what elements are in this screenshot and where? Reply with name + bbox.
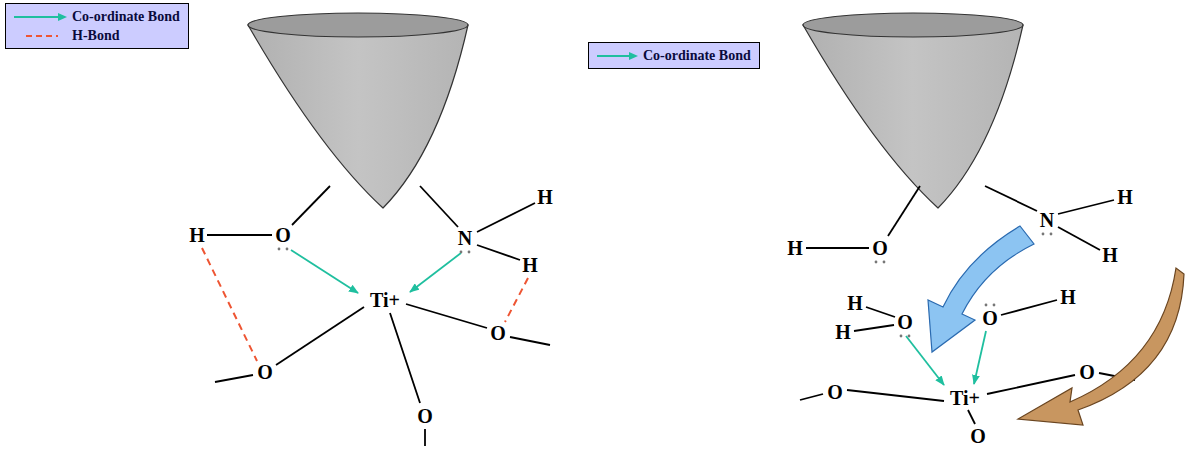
atom-label: O bbox=[827, 382, 843, 402]
atom-label: Ti+ bbox=[370, 290, 400, 310]
legend-entry: Co-ordinate Bond bbox=[595, 46, 751, 65]
atom-label: H bbox=[537, 187, 553, 207]
atom-label: O bbox=[897, 312, 913, 332]
hydrogen-bonds bbox=[202, 248, 528, 361]
bond-lines bbox=[800, 186, 1135, 424]
lone-pair-dots bbox=[278, 233, 1053, 338]
attack-arrow bbox=[928, 226, 1034, 352]
atom-label: O bbox=[872, 238, 888, 258]
atom-label: O bbox=[275, 225, 291, 245]
bond-lines bbox=[207, 186, 550, 446]
atom-label: O bbox=[490, 323, 506, 343]
legend-box: Co-ordinate Bond bbox=[588, 42, 760, 69]
atom-label: O bbox=[257, 362, 273, 382]
legend-entry: H-Bond bbox=[12, 26, 180, 45]
legend-sample bbox=[12, 30, 68, 42]
legend-sample bbox=[12, 11, 68, 23]
atom-label: H bbox=[189, 225, 205, 245]
atom-label: Ti+ bbox=[950, 388, 980, 408]
atom-label: H bbox=[787, 238, 803, 258]
legend-box: Co-ordinate BondH-Bond bbox=[5, 3, 189, 49]
atom-label: H bbox=[1060, 287, 1076, 307]
atom-label: O bbox=[982, 308, 998, 328]
atom-label: H bbox=[522, 255, 538, 275]
atom-label: O bbox=[970, 426, 986, 446]
displacement-arrow bbox=[1018, 268, 1184, 425]
cone bbox=[803, 13, 1023, 208]
atom-label: O bbox=[1079, 362, 1095, 382]
legend-text: Co-ordinate Bond bbox=[643, 48, 751, 64]
cone bbox=[248, 13, 468, 208]
coordinate-bond-arrows bbox=[291, 250, 461, 293]
atom-label: N bbox=[458, 228, 472, 248]
legend-sample bbox=[595, 50, 639, 62]
legend-entry: Co-ordinate Bond bbox=[12, 7, 180, 26]
legend-text: Co-ordinate Bond bbox=[72, 9, 180, 25]
atom-label: O bbox=[417, 406, 433, 426]
atom-label: H bbox=[847, 293, 863, 313]
legend-text: H-Bond bbox=[72, 28, 119, 44]
atom-label: H bbox=[1102, 245, 1118, 265]
atom-label: N bbox=[1040, 210, 1054, 230]
atom-label: H bbox=[835, 322, 851, 342]
atom-label: H bbox=[1117, 187, 1133, 207]
